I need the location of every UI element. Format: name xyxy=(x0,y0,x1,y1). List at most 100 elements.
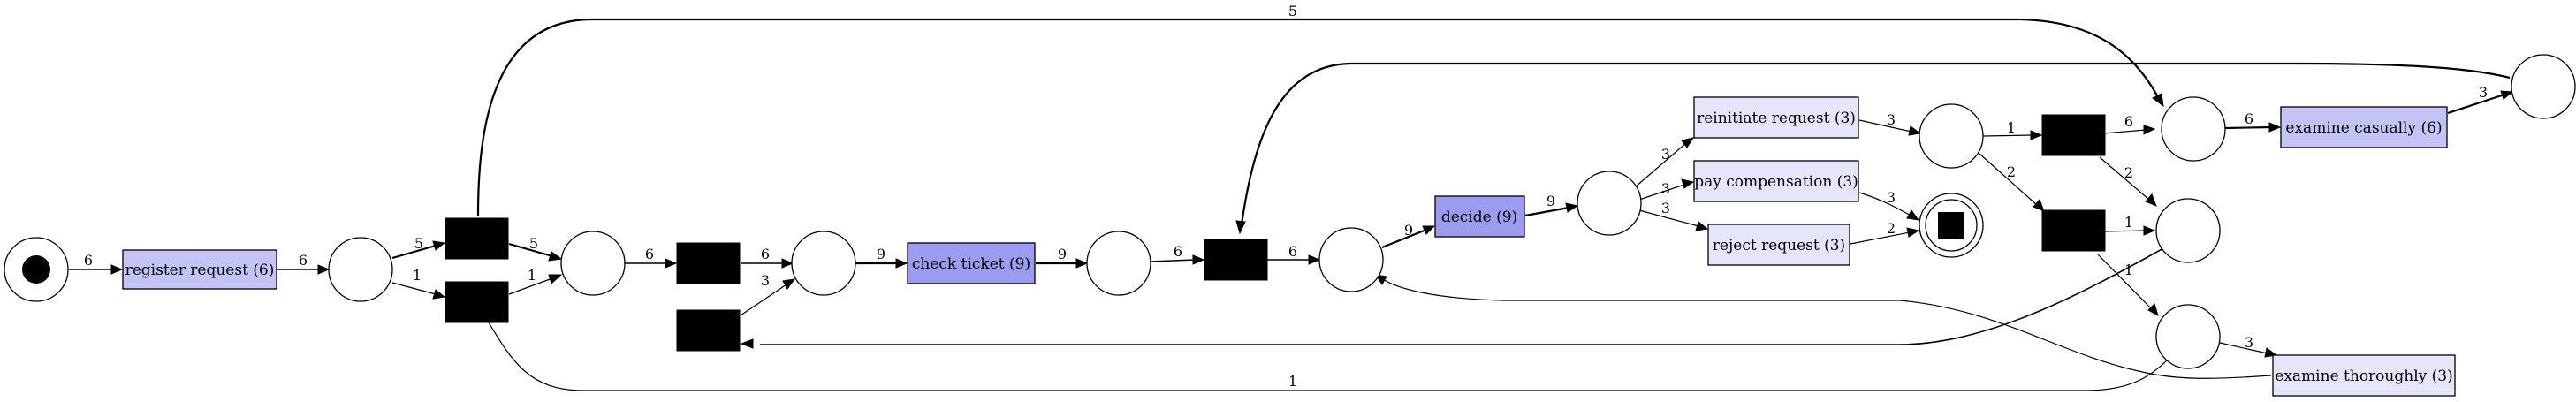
arrowhead xyxy=(1075,258,1089,269)
edge-p7-h6 xyxy=(1982,134,2033,137)
activity-pay-compensation xyxy=(1693,160,1859,202)
edge-p1-h1 xyxy=(391,244,437,260)
place xyxy=(2161,96,2226,162)
edge-p1-h2 xyxy=(391,282,437,295)
edge-p4-h5 xyxy=(1150,259,1196,262)
edge-label: 1 xyxy=(413,267,422,284)
arrowhead xyxy=(895,258,908,269)
arrowhead xyxy=(1565,202,1579,213)
hidden-transition xyxy=(445,281,509,323)
arrowhead xyxy=(1908,125,1922,136)
activity-reject-request xyxy=(1707,224,1850,266)
arrowhead xyxy=(2143,225,2156,236)
edge-label: 5 xyxy=(414,235,423,252)
hidden-transition xyxy=(1204,239,1268,281)
edge-label: 3 xyxy=(1887,111,1896,128)
edge-p9-h5 xyxy=(1240,62,2511,225)
place xyxy=(560,231,626,296)
edge-label: 1 xyxy=(2007,119,2016,136)
activity-label: decide (9) xyxy=(1441,209,1517,226)
activity-register-request xyxy=(122,249,277,290)
arrowhead xyxy=(548,251,563,262)
end-token xyxy=(1938,212,1964,239)
edge-label: 6 xyxy=(299,252,308,269)
arrowhead xyxy=(2500,90,2514,100)
activity-reinitiate-request xyxy=(1693,96,1859,139)
start-token xyxy=(22,255,50,284)
activity-label: reinitiate request (3) xyxy=(1697,110,1856,127)
arrowhead xyxy=(1906,209,1920,221)
edge-h2-p2 xyxy=(508,277,553,295)
edge-label: 2 xyxy=(2007,163,2016,180)
edge-label: 3 xyxy=(761,272,770,289)
hidden-transition xyxy=(2041,209,2106,252)
place xyxy=(1318,227,1384,292)
arrowhead xyxy=(2152,93,2164,108)
edge-label: 6 xyxy=(645,246,654,262)
edge-label: 6 xyxy=(761,246,770,262)
arrowhead xyxy=(2268,122,2282,133)
edge-h4-p3 xyxy=(740,284,787,316)
place xyxy=(328,237,393,302)
edges xyxy=(69,18,2514,391)
place xyxy=(2155,198,2221,263)
arrowhead xyxy=(781,258,794,269)
edge-label: 2 xyxy=(1887,220,1896,237)
arrowhead xyxy=(110,264,124,275)
activities: register request (6) check ticket (9) de… xyxy=(122,96,2456,397)
edge-label: 2 xyxy=(2124,164,2133,181)
edge-p7-h7 xyxy=(1979,153,2038,206)
edge-h1-pcas xyxy=(476,18,2159,216)
edge-thor-p5 xyxy=(1382,278,2272,379)
hidden-transition xyxy=(676,242,741,284)
activity-label: register request (6) xyxy=(125,262,275,279)
hidden-transition xyxy=(2041,114,2106,156)
edge-reject-end xyxy=(1850,231,1911,245)
arrowhead xyxy=(2147,303,2159,317)
activity-label: examine casually (6) xyxy=(2285,119,2442,137)
edge-reinit-p7 xyxy=(1858,119,1912,133)
edge-label: 1 xyxy=(2124,214,2133,231)
place xyxy=(2155,304,2221,369)
arrowhead xyxy=(1308,254,1321,265)
arrowhead xyxy=(2030,130,2043,140)
edge-p6-pay xyxy=(1638,184,1685,201)
edge-label: 1 xyxy=(528,267,536,284)
arrowhead xyxy=(1695,221,1709,231)
edge-label: 3 xyxy=(1661,180,1670,197)
edge-pthor-thor xyxy=(2219,342,2268,354)
edge-p5-decide xyxy=(1381,228,1427,249)
hidden-transition xyxy=(676,309,741,352)
edge-label: 9 xyxy=(1404,222,1413,239)
activity-decide xyxy=(1434,195,1525,238)
edge-p6-reject xyxy=(1638,209,1699,227)
arrowhead xyxy=(548,274,563,284)
edge-label: 3 xyxy=(2245,334,2253,351)
arrowhead xyxy=(1681,178,1695,189)
arrowhead xyxy=(1192,254,1205,265)
place xyxy=(1919,103,1984,169)
edge-p6-reinit xyxy=(1634,142,1687,188)
edge-decide-p6 xyxy=(1524,206,1569,217)
arrowhead xyxy=(432,289,446,300)
arrowhead xyxy=(432,240,446,251)
activity-label: check ticket (9) xyxy=(912,255,1030,273)
edge-label: 1 xyxy=(1288,373,1297,390)
arrowhead xyxy=(1235,220,1246,235)
hidden-transitions xyxy=(445,114,2106,352)
edge-label: 3 xyxy=(1661,200,1670,216)
edge-labels: 6 6 5 1 5 1 6 6 3 9 9 6 6 9 9 3 3 3 3 3 … xyxy=(84,3,2488,390)
hidden-transition xyxy=(445,217,509,260)
activity-label: pay compensation (3) xyxy=(1694,173,1858,191)
arrowhead xyxy=(317,264,331,275)
edge-h7-pthor xyxy=(2097,254,2153,310)
arrowhead xyxy=(1906,227,1920,238)
edge-label: 5 xyxy=(529,235,538,252)
edge-label: 6 xyxy=(1288,243,1297,260)
activity-examine-thoroughly xyxy=(2272,354,2456,397)
edge-label: 9 xyxy=(877,246,885,262)
edge-p8-h4 xyxy=(760,247,2166,345)
edge-label: 6 xyxy=(1174,243,1182,260)
arrowhead xyxy=(740,338,754,349)
edge-cas-p9 xyxy=(2447,93,2505,115)
